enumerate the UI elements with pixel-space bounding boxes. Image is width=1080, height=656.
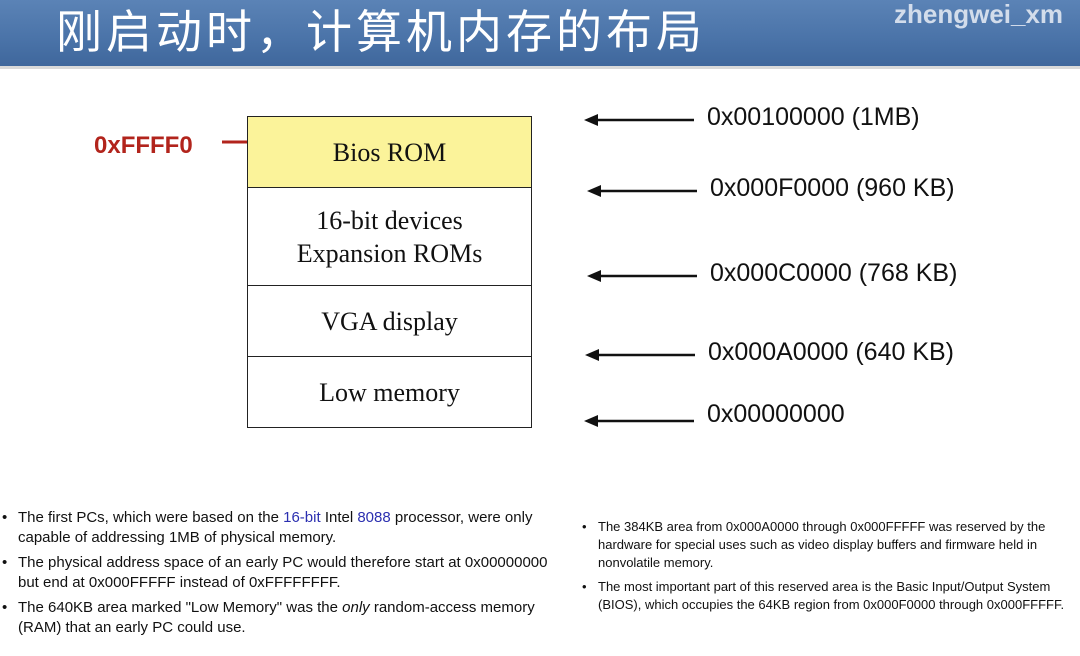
note-highlight: 8088 (357, 509, 391, 526)
note-item: • The first PCs, which were based on the… (0, 508, 560, 548)
note-item: • The physical address space of an early… (0, 553, 560, 593)
address-label-640kb: 0x000A0000 (640 KB) (708, 338, 955, 366)
note-text: random-access memory (RAM) that an early… (18, 599, 535, 636)
block-label: Low memory (319, 377, 460, 407)
bullet: • (582, 519, 587, 534)
block-label-line1: 16-bit devices (316, 205, 463, 235)
address-label-1mb: 0x00100000 (1MB) (707, 103, 920, 131)
notes-left: • The first PCs, which were based on the… (0, 508, 560, 643)
address-label-zero: 0x00000000 (707, 400, 845, 428)
pointer-address-label: 0xFFFF0 (94, 132, 193, 159)
note-highlight: 16-bit (283, 509, 321, 526)
block-label: VGA display (321, 306, 458, 336)
block-label: Bios ROM (332, 137, 447, 167)
note-emphasis: only (342, 599, 370, 616)
boundary-arrow-icon (584, 114, 694, 126)
bullet: • (2, 554, 8, 571)
memory-block-vga-display: VGA display (248, 286, 531, 357)
note-text: processor, were only capable of addressi… (18, 509, 533, 546)
boundary-arrow-icon (587, 185, 697, 197)
title-bar: 刚启动时，计算机内存的布局 zhengwei_xm (0, 0, 1080, 69)
note-text: The 640KB area marked "Low Memory" was t… (18, 599, 343, 616)
note-text: The first PCs, which were based on the (18, 509, 284, 526)
address-label-960kb: 0x000F0000 (960 KB) (710, 174, 955, 202)
boundary-arrow-icon (585, 349, 695, 361)
memory-map: Bios ROM 16-bit devices Expansion ROMs V… (247, 116, 532, 428)
bullet: • (2, 509, 8, 526)
boundary-arrow-icon (584, 415, 694, 427)
note-item: • The 640KB area marked "Low Memory" was… (0, 598, 560, 638)
boundary-arrow-icon (587, 270, 697, 282)
notes-right: • The 384KB area from 0x000A0000 through… (580, 518, 1080, 620)
memory-block-low-memory: Low memory (248, 357, 531, 427)
memory-block-bios-rom: Bios ROM (248, 117, 531, 188)
note-item: • The 384KB area from 0x000A0000 through… (580, 518, 1080, 572)
note-text: Intel (320, 509, 358, 526)
bullet: • (2, 599, 8, 616)
note-text: The physical address space of an early P… (18, 554, 548, 591)
bullet: • (582, 579, 587, 594)
watermark: zhengwei_xm (894, 0, 1064, 29)
page-title: 刚启动时，计算机内存的布局 (56, 5, 706, 59)
memory-block-expansion-roms: 16-bit devices Expansion ROMs (248, 188, 531, 286)
note-text: The 384KB area from 0x000A0000 through 0… (598, 519, 1046, 570)
note-item: • The most important part of this reserv… (580, 578, 1080, 614)
address-label-768kb: 0x000C0000 (768 KB) (710, 259, 958, 287)
block-label-line2: Expansion ROMs (296, 238, 483, 268)
note-text: The most important part of this reserved… (598, 579, 1065, 612)
